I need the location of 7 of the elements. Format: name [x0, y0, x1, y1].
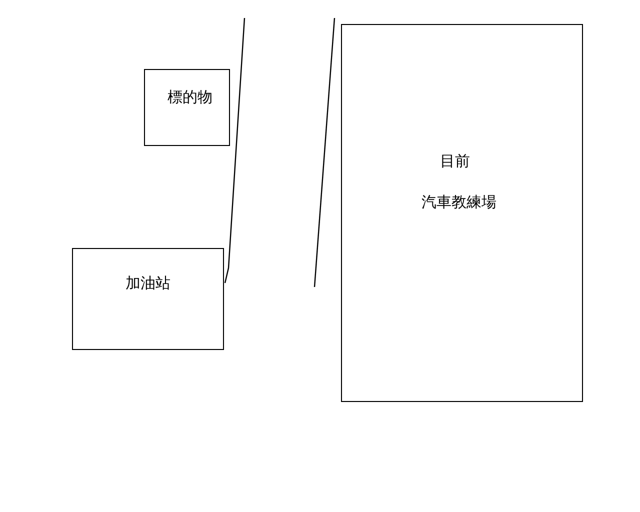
- landmark-label: 標的物: [168, 88, 212, 106]
- landmark-box: [144, 69, 230, 146]
- status-label: 目前: [440, 152, 470, 170]
- gas-station-label: 加油站: [126, 274, 170, 292]
- driving-school-label: 汽車教練場: [422, 193, 496, 211]
- driving-school-box: [341, 24, 583, 402]
- gas-station-box: [72, 248, 224, 350]
